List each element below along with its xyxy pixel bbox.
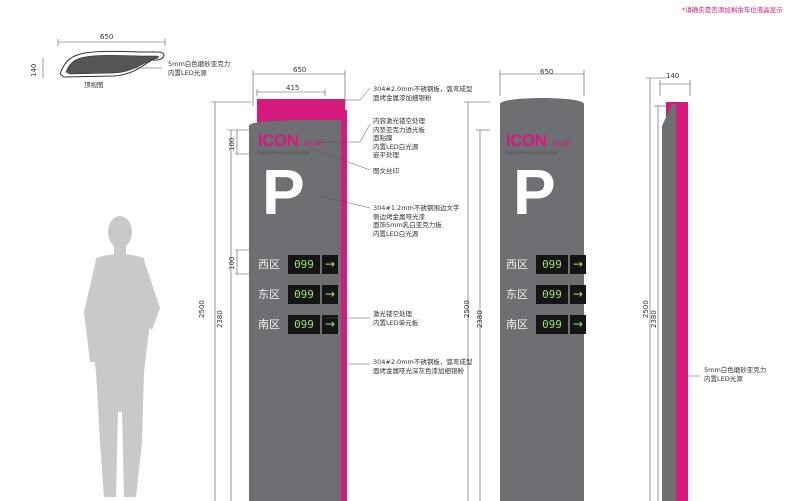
header-note: *请确实是否添加剩余车位液晶显示: [682, 6, 783, 14]
note-silk: 图文丝印: [373, 167, 399, 175]
plain-height-total: 2500: [463, 300, 471, 318]
front-logo: ICON mall ENDORSING GUESTS FOR: [258, 131, 323, 155]
zone-name: 东区: [258, 288, 280, 301]
top-view-caption: 顶视图: [84, 81, 104, 89]
logo-sub: ENDORSING GUESTS FOR: [506, 151, 557, 155]
arrow-right-icon: →: [322, 314, 338, 334]
side-view-frame: [646, 77, 700, 501]
zone-name: 西区: [258, 258, 280, 271]
note-p-letter: 304#1.2mm不锈钢围边文字 侧边烤金属哑光漆 面饰5mm乳白亚克力板 内置…: [373, 204, 460, 238]
front-width-dim: 650: [293, 66, 307, 74]
front-height-total: 2500: [198, 300, 206, 318]
led-count: 099: [536, 314, 568, 334]
note-body: 304#2.0mm不锈钢板，弧弯成型 面烤金属哑光深灰色漆加细银粉: [373, 358, 473, 375]
arrow-right-icon: →: [322, 254, 338, 274]
zone-name: 南区: [258, 318, 280, 331]
logo-script: mall: [551, 139, 571, 149]
zone-name: 南区: [506, 318, 528, 331]
top-view: 650 140 顶视图 5mm白色磨砂亚克力 内置LED光源: [30, 30, 230, 100]
zone-row-west: 西区 099 →: [506, 254, 586, 274]
front-height-body: 2380: [216, 310, 224, 328]
side-height-total: 2500: [642, 300, 650, 318]
arrow-right-icon: →: [570, 284, 586, 304]
note-logo: 内容激光镂空处理 内垫亚克力透光板 面贴膜 内置LED白光源 嵌平处理: [373, 117, 425, 160]
led-count: 099: [536, 284, 568, 304]
human-silhouette: [84, 216, 160, 497]
plain-height-body: 2380: [476, 310, 484, 328]
leader-lines: [309, 87, 371, 365]
logo-text: ICON: [258, 131, 299, 150]
front-pylon-frame: [249, 70, 347, 501]
plain-front-width-dim: 650: [540, 68, 554, 76]
zone-row-south: 南区 099 →: [506, 314, 586, 334]
front-led-panel: 西区 099 → 东区 099 → 南区 099 →: [258, 254, 338, 334]
zone-name: 西区: [506, 258, 528, 271]
top-view-drawing: [42, 39, 166, 78]
plain-led-panel: 西区 099 → 东区 099 → 南区 099 →: [506, 254, 586, 334]
led-count: 099: [536, 254, 568, 274]
note-led: 激光镂空处理 内置LED单元板: [373, 310, 419, 327]
side-depth-dim: 140: [666, 72, 680, 80]
led-count: 099: [288, 314, 320, 334]
top-view-note: 5mm白色磨砂亚克力 内置LED光源: [168, 60, 231, 77]
zone-name: 东区: [506, 288, 528, 301]
led-count: 099: [288, 254, 320, 274]
front-logo-dim: 100: [228, 137, 236, 151]
side-height-body: 2380: [650, 310, 658, 328]
plain-height-dims: [464, 101, 490, 501]
side-note: 5mm白色磨砂亚克力 内置LED光源: [704, 366, 767, 383]
zone-row-east: 东区 099 →: [258, 284, 338, 304]
front-cap-dim: 415: [286, 84, 300, 92]
arrow-right-icon: →: [570, 314, 586, 334]
led-count: 099: [288, 284, 320, 304]
logo-text: ICON: [506, 131, 547, 150]
plain-logo: ICON mall ENDORSING GUESTS FOR: [506, 131, 571, 155]
top-view-depth-dim: 140: [30, 63, 38, 77]
logo-sub: ENDORSING GUESTS FOR: [258, 151, 309, 155]
plain-parking-letter: P: [513, 156, 556, 228]
parking-letter: P: [262, 156, 305, 228]
arrow-right-icon: →: [570, 254, 586, 274]
note-cap: 304#2.0mm不锈钢板，弧弯成型 面烤金属漆加细银粉: [373, 85, 473, 102]
zone-row-east: 东区 099 →: [506, 284, 586, 304]
zone-row-south: 南区 099 →: [258, 314, 338, 334]
arrow-right-icon: →: [322, 284, 338, 304]
zone-row-west: 西区 099 →: [258, 254, 338, 274]
front-sign-dim: 100: [228, 256, 236, 270]
top-view-width-dim: 650: [100, 33, 114, 41]
logo-script: mall: [303, 139, 323, 149]
